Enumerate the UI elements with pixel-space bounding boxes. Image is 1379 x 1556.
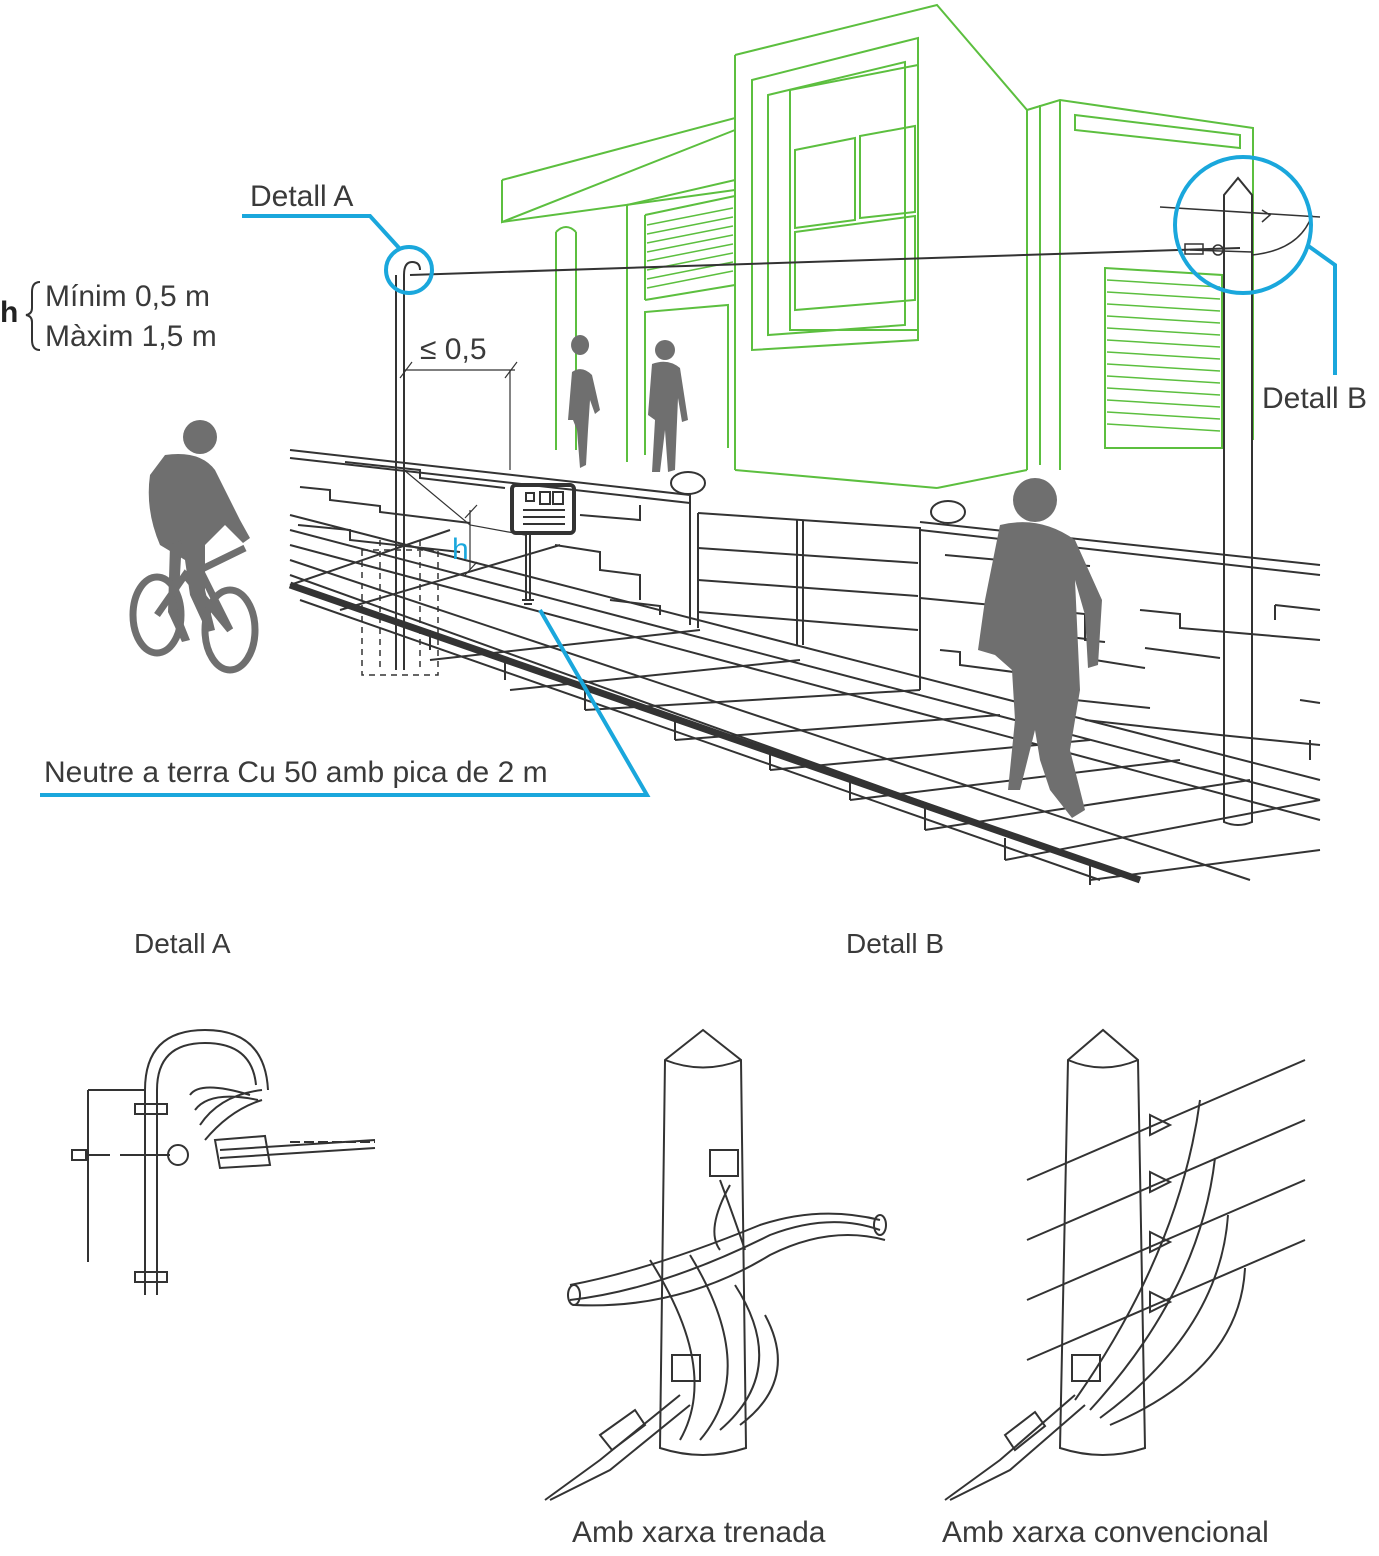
detall-a-title: Detall A bbox=[134, 928, 231, 959]
convencional-caption: Amb xarxa convencional bbox=[942, 1516, 1269, 1549]
ground-note: Neutre a terra Cu 50 amb pica de 2 m bbox=[44, 756, 548, 789]
service-pole bbox=[361, 247, 1241, 676]
h-dimension-label: h bbox=[452, 533, 469, 566]
people-silhouettes bbox=[129, 335, 1102, 818]
detall-b-title: Detall B bbox=[846, 928, 945, 959]
building bbox=[501, 3, 1254, 489]
h-symbol: h bbox=[0, 296, 19, 329]
callouts bbox=[40, 155, 1337, 797]
street-scene bbox=[288, 449, 1321, 885]
trenada-caption: Amb xarxa trenada bbox=[572, 1516, 826, 1549]
h-min-label: Mínim 0,5 m bbox=[45, 280, 211, 313]
detail-b-convencional-drawing bbox=[944, 1028, 1306, 1501]
cyclist-silhouette bbox=[148, 420, 250, 642]
detall-a-callout-label: Detall A bbox=[250, 180, 354, 213]
detail-a-drawing bbox=[71, 1028, 376, 1295]
detail-b-trenada-drawing bbox=[544, 1028, 887, 1501]
main-pole bbox=[1159, 176, 1321, 826]
max-distance-label: ≤ 0,5 bbox=[420, 333, 487, 366]
detall-b-callout-label: Detall B bbox=[1262, 382, 1368, 415]
h-max-label: Màxim 1,5 m bbox=[45, 320, 217, 353]
